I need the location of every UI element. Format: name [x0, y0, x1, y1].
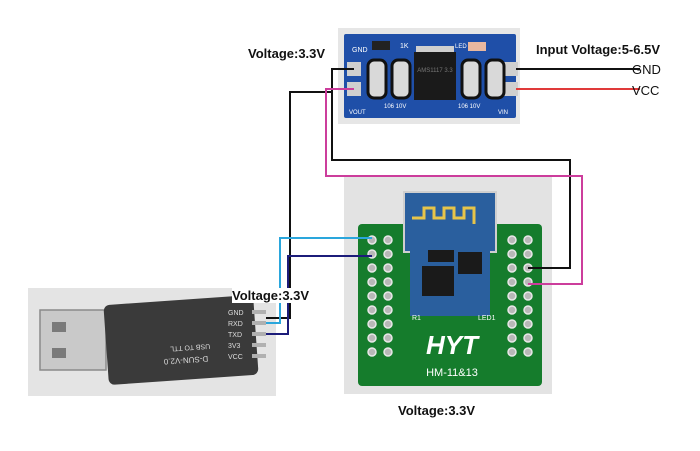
regulator-silk-led: LED: [455, 44, 467, 50]
rxd-wire: [266, 237, 372, 324]
usb-silk-model: D-SUN-V2.0: [163, 354, 209, 366]
vcc-wire-bt: [325, 88, 583, 285]
bt-silk-r1: R1: [412, 315, 421, 322]
usb-voltage-label: Voltage:3.3V: [232, 288, 310, 303]
gnd-wire-bt: [331, 92, 571, 269]
usb-pin-vcc: VCC: [228, 354, 243, 361]
regulator-silk-cap-right: 106 10V: [458, 104, 480, 110]
regulator-chip-text: AMS1117 3.3: [417, 68, 453, 74]
regulator-silk-vout: VOUT: [349, 110, 366, 116]
usb-pin-gnd: GND: [228, 310, 244, 317]
usb-pin-rxd: RXD: [228, 321, 243, 328]
regulator-silk-gnd: GND: [352, 47, 368, 54]
usb-adapter: D-SUN-V2.0 USB TO TTL GND RXD TXD 3V3 VC…: [39, 295, 266, 385]
regulator-board: AMS1117 3.3 GND 1K LED 106 10V 106 10V V…: [344, 34, 518, 118]
bt-silk-led1: LED1: [478, 315, 496, 322]
input-voltage-label: Input Voltage:5-6.5V: [536, 42, 660, 57]
gnd-label: GND: [632, 62, 661, 77]
regulator-silk-vin: VIN: [498, 110, 508, 116]
regulator-silk-1k: 1K: [400, 43, 409, 50]
bt-model-label: HM-11&13: [426, 367, 478, 379]
regulator-silk-cap-left: 106 10V: [384, 104, 406, 110]
vcc-label: VCC: [632, 83, 660, 98]
usb-silk-desc: USB TO TTL: [170, 342, 211, 352]
bt-brand-logo: HYT: [426, 330, 480, 360]
regulator-output-voltage-label: Voltage:3.3V: [248, 46, 326, 61]
bluetooth-board: R1 LED1 HYT HM-11&13: [358, 191, 542, 386]
usb-pin-txd: TXD: [228, 332, 242, 339]
usb-pin-3v3: 3V3: [228, 343, 241, 350]
gnd-wire-usb: [266, 68, 354, 319]
bluetooth-voltage-label: Voltage:3.3V: [398, 403, 476, 418]
